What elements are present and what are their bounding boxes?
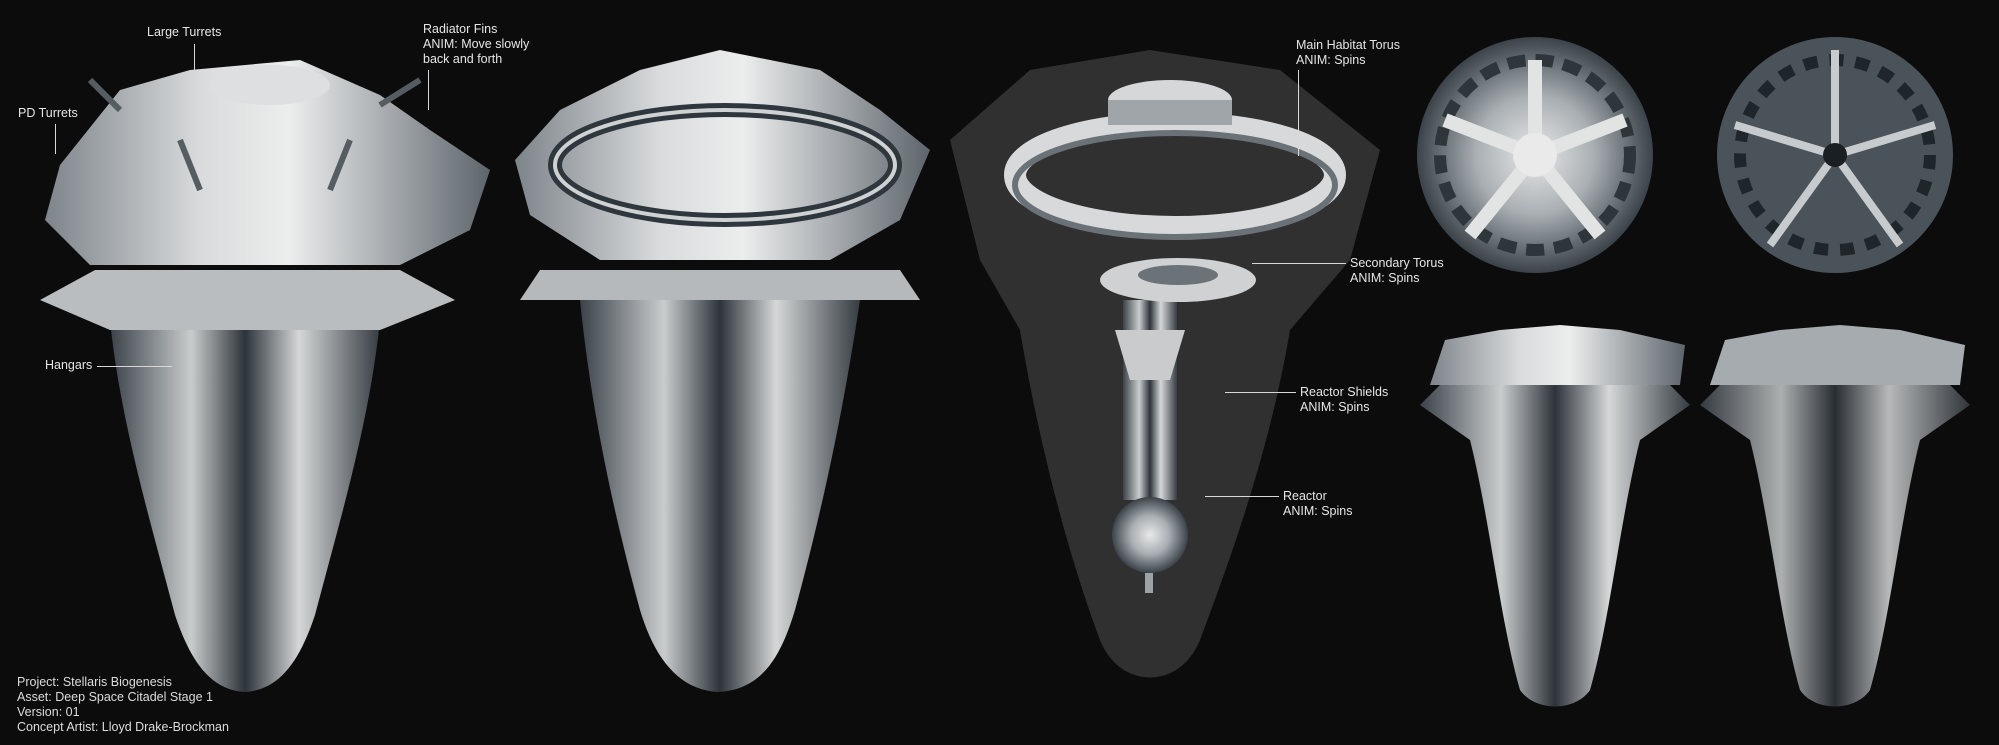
callout-line: [1225, 392, 1296, 393]
callout-radiator-fins: Radiator Fins ANIM: Move slowly back and…: [423, 22, 529, 67]
citadel-bottom-view: [1717, 37, 1953, 273]
concept-artist: Concept Artist: Lloyd Drake-Brockman: [17, 720, 229, 734]
callout-line: [1205, 496, 1279, 497]
callout-title: Reactor: [1283, 489, 1327, 503]
callout-anim: ANIM: Move slowly: [423, 37, 530, 51]
callout-line: [55, 124, 56, 154]
callout-pd-turrets: PD Turrets: [18, 106, 78, 121]
citadel-perspective-view-2: [515, 50, 930, 692]
callout-anim: ANIM: Spins: [1296, 53, 1366, 67]
callout-main-habitat-torus: Main Habitat Torus ANIM: Spins: [1296, 38, 1400, 68]
callout-anim: ANIM: Spins: [1350, 271, 1420, 285]
project-name: Project: Stellaris Biogenesis: [17, 675, 172, 689]
callout-title: Reactor Shields: [1300, 385, 1389, 399]
citadel-side-view-2: [1700, 325, 1970, 707]
callout-anim: ANIM: Spins: [1283, 504, 1353, 518]
callout-title: Radiator Fins: [423, 22, 498, 36]
callout-line: [1252, 263, 1346, 264]
callout-title: Large Turrets: [147, 25, 222, 39]
callout-secondary-torus: Secondary Torus ANIM: Spins: [1350, 256, 1444, 286]
callout-title: Hangars: [45, 358, 93, 372]
callout-line: [194, 44, 195, 70]
asset-name: Asset: Deep Space Citadel Stage 1: [17, 690, 213, 704]
callout-reactor: Reactor ANIM: Spins: [1283, 489, 1352, 519]
project-info: Project: Stellaris Biogenesis Asset: Dee…: [17, 675, 229, 735]
citadel-exploded-view: [950, 50, 1380, 678]
callout-line: [1298, 70, 1299, 156]
callout-large-turrets: Large Turrets: [147, 25, 221, 40]
callout-title: Main Habitat Torus: [1296, 38, 1400, 52]
callout-title: Secondary Torus: [1350, 256, 1444, 270]
callout-reactor-shields: Reactor Shields ANIM: Spins: [1300, 385, 1388, 415]
citadel-top-view-1: [1417, 37, 1653, 273]
callout-hangars: Hangars: [45, 358, 92, 373]
callout-anim: ANIM: Spins: [1300, 400, 1370, 414]
citadel-side-view-1: [1420, 325, 1690, 707]
citadel-perspective-view-1: [40, 60, 490, 692]
version: Version: 01: [17, 705, 80, 719]
callout-line: [428, 70, 429, 110]
callout-anim: back and forth: [423, 52, 503, 66]
callout-line: [97, 366, 172, 367]
callout-title: PD Turrets: [18, 106, 78, 120]
